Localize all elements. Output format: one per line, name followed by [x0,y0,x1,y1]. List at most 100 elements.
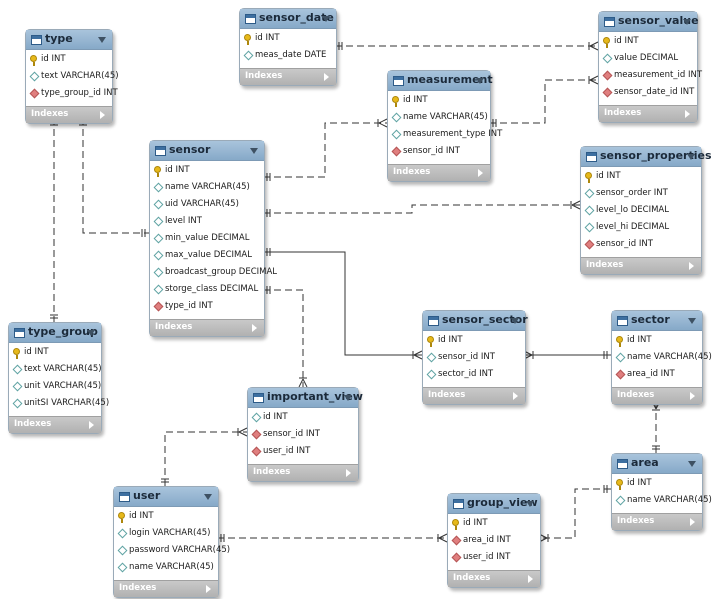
column-row[interactable]: level_hi DECIMAL [581,219,701,236]
column-row[interactable]: unit VARCHAR(45) [9,378,101,395]
column-row[interactable]: sensor_order INT [581,185,701,202]
table-header[interactable]: type_group [9,323,101,343]
column-row[interactable]: name VARCHAR(45) [150,179,264,196]
column-row[interactable]: id INT [448,515,540,532]
column-row[interactable]: id INT [240,30,336,47]
table-header[interactable]: sensor_date [240,9,336,29]
column-row[interactable]: broadcast_group DECIMAL [150,264,277,281]
indexes-section[interactable]: Indexes [26,106,112,123]
column-row[interactable]: value DECIMAL [599,50,697,67]
expand-arrow-icon[interactable] [324,73,329,81]
column-row[interactable]: type_group_id INT [26,85,118,102]
expand-arrow-icon[interactable] [689,262,694,270]
column-row[interactable]: max_value DECIMAL [150,247,264,264]
column-row[interactable]: id INT [423,332,525,349]
column-row[interactable]: name VARCHAR(45) [612,349,712,366]
column-row[interactable]: text VARCHAR(45) [9,361,102,378]
column-row[interactable]: sensor_id INT [388,143,490,160]
indexes-section[interactable]: Indexes [150,319,264,336]
column-row[interactable]: id INT [612,475,702,492]
indexes-section[interactable]: Indexes [599,105,697,122]
column-row[interactable]: area_id INT [612,366,702,383]
column-row[interactable]: unitSI VARCHAR(45) [9,395,109,412]
column-row[interactable]: measurement_type INT [388,126,502,143]
column-row[interactable]: meas_date DATE [240,47,336,64]
column-row[interactable]: uid VARCHAR(45) [150,196,264,213]
indexes-section[interactable]: Indexes [248,464,358,481]
collapse-arrow-icon[interactable] [526,501,534,507]
indexes-section[interactable]: Indexes [612,387,702,404]
column-row[interactable]: measurement_id INT [599,67,702,84]
collapse-arrow-icon[interactable] [688,318,696,324]
column-row[interactable]: id INT [388,92,490,109]
table-header[interactable]: sensor_sector [423,311,528,331]
expand-arrow-icon[interactable] [690,518,695,526]
expand-arrow-icon[interactable] [513,392,518,400]
table-header[interactable]: type [26,30,112,50]
expand-arrow-icon[interactable] [346,469,351,477]
collapse-arrow-icon[interactable] [87,330,95,336]
expand-arrow-icon[interactable] [100,111,105,119]
indexes-section[interactable]: Indexes [612,513,702,530]
expand-arrow-icon[interactable] [252,324,257,332]
table-header[interactable]: sensor_value [599,12,699,32]
indexes-section[interactable]: Indexes [9,416,101,433]
collapse-arrow-icon[interactable] [204,494,212,500]
table-header[interactable]: sector [612,311,702,331]
column-row[interactable]: level_lo DECIMAL [581,202,701,219]
column-row[interactable]: id INT [599,33,697,50]
column-row[interactable]: sector_id INT [423,366,525,383]
indexes-section[interactable]: Indexes [388,164,490,181]
column-row[interactable]: storge_class DECIMAL [150,281,264,298]
column-row[interactable]: type_id INT [150,298,264,315]
column-row[interactable]: name VARCHAR(45) [388,109,490,126]
expand-arrow-icon[interactable] [206,585,211,593]
indexes-section[interactable]: Indexes [448,570,540,587]
column-row[interactable]: password VARCHAR(45) [114,542,230,559]
column-row[interactable]: id INT [9,344,101,361]
column-row[interactable]: id INT [581,168,701,185]
indexes-section[interactable]: Indexes [114,580,218,597]
collapse-arrow-icon[interactable] [344,395,352,401]
column-row[interactable]: id INT [150,162,264,179]
column-row[interactable]: sensor_id INT [248,426,358,443]
indexes-section[interactable]: Indexes [240,68,336,85]
column-row[interactable]: sensor_id INT [581,236,701,253]
column-row[interactable]: id INT [114,508,218,525]
table-header[interactable]: area [612,454,702,474]
collapse-arrow-icon[interactable] [98,37,106,43]
collapse-arrow-icon[interactable] [476,78,484,84]
column-row[interactable]: sensor_date_id INT [599,84,697,101]
expand-arrow-icon[interactable] [690,392,695,400]
column-row[interactable]: name VARCHAR(45) [114,559,218,576]
table-header[interactable]: sensor [150,141,264,161]
expand-arrow-icon[interactable] [685,110,690,118]
collapse-arrow-icon[interactable] [322,16,330,22]
table-header[interactable]: important_view [248,388,363,408]
table-header[interactable]: sensor_properties [581,147,712,167]
indexes-section[interactable]: Indexes [581,257,701,274]
column-row[interactable]: min_value DECIMAL [150,230,264,247]
column-row[interactable]: user_id INT [448,549,540,566]
collapse-arrow-icon[interactable] [250,148,258,154]
indexes-section[interactable]: Indexes [423,387,525,404]
column-row[interactable]: sensor_id INT [423,349,525,366]
collapse-arrow-icon[interactable] [683,19,691,25]
column-row[interactable]: level INT [150,213,264,230]
column-row[interactable]: text VARCHAR(45) [26,68,119,85]
column-row[interactable]: id INT [26,51,112,68]
table-header[interactable]: measurement [388,71,493,91]
column-row[interactable]: name VARCHAR(45) [612,492,712,509]
